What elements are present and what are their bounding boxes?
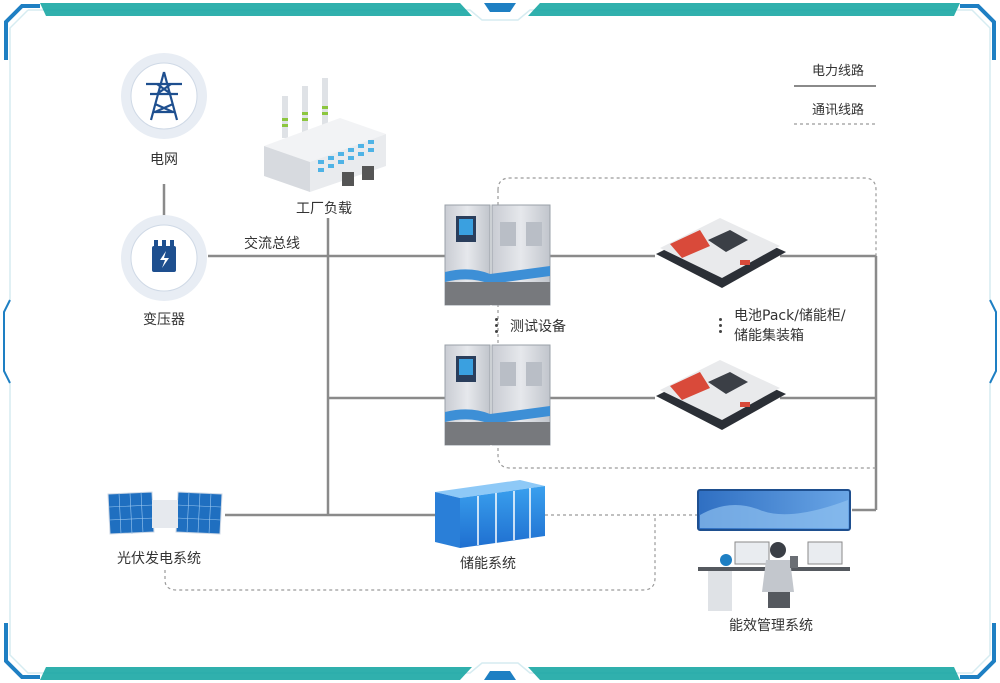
ems-label: 能效管理系统 — [729, 618, 813, 634]
battery-pack-top — [656, 218, 786, 288]
decorative-frame — [3, 3, 997, 680]
battery-label: 电池Pack/储能柜/ 储能集装箱 — [734, 306, 846, 346]
test-equipment-label: 测试设备 — [510, 319, 566, 335]
battery-label-line2: 储能集装箱 — [734, 328, 804, 344]
factory-label: 工厂负载 — [296, 201, 352, 217]
ems-illustration — [697, 489, 851, 611]
ac-bus-label: 交流总线 — [244, 236, 300, 252]
ess-container-illustration — [435, 480, 545, 548]
battery-pack-bottom — [656, 360, 786, 430]
battery-label-line1: 电池Pack/储能柜/ — [734, 308, 846, 324]
solar-panel-illustration — [107, 491, 223, 535]
grid-label: 电网 — [150, 152, 178, 168]
power-tower-icon — [121, 53, 207, 139]
power-lines — [162, 184, 878, 517]
battery-ellipsis — [719, 318, 723, 336]
test-equipment-ellipsis — [495, 318, 499, 336]
test-cabinet-bottom — [444, 344, 551, 446]
ess-label: 储能系统 — [460, 556, 516, 572]
transformer-label: 变压器 — [143, 312, 185, 328]
pv-label: 光伏发电系统 — [117, 551, 201, 567]
test-cabinet-top — [444, 204, 551, 306]
transformer-icon — [121, 215, 207, 301]
legend-comm-label: 通讯线路 — [812, 103, 865, 118]
factory-illustration — [264, 78, 386, 192]
comm-lines — [164, 177, 877, 591]
legend-power-label: 电力线路 — [812, 64, 865, 79]
